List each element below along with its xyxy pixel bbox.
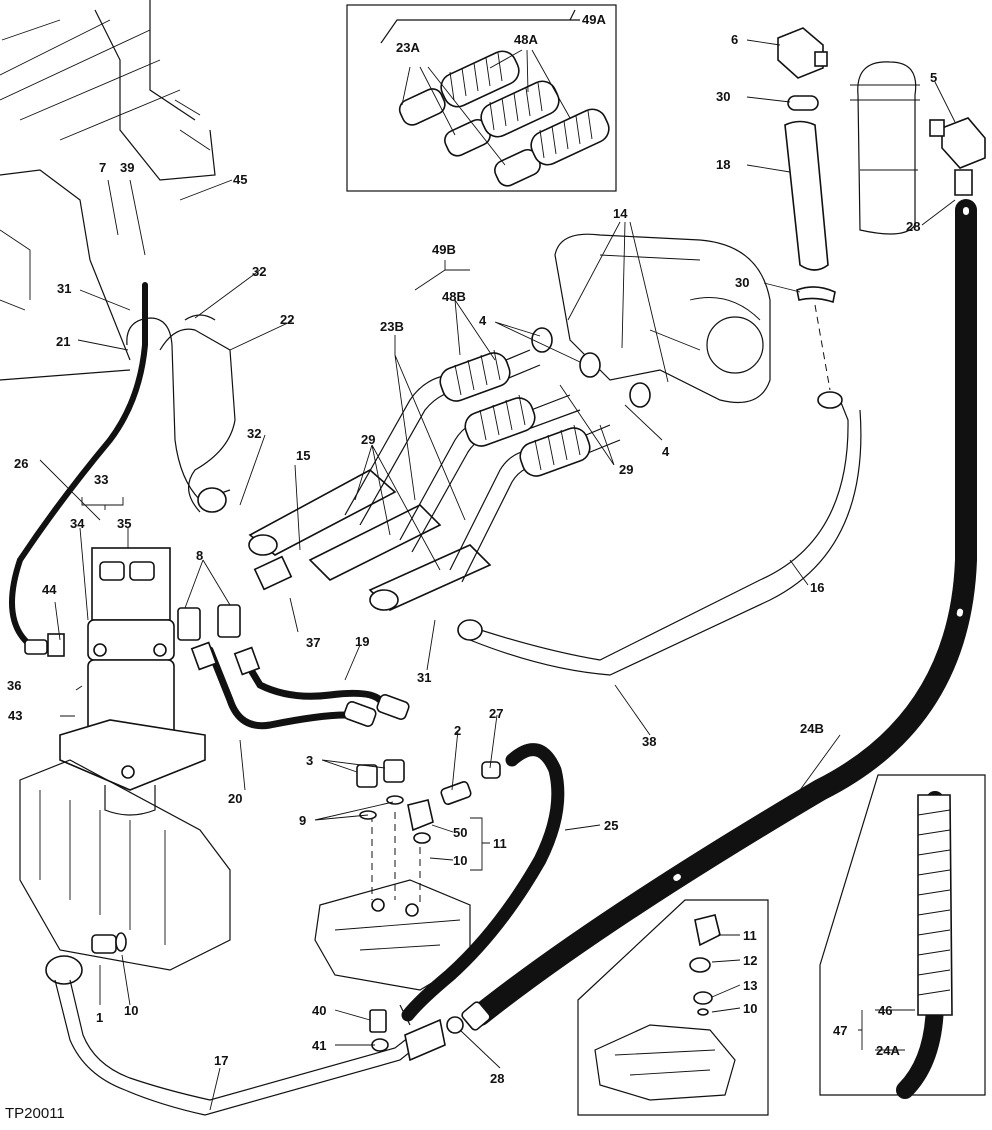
callout-11-main: 11 — [493, 836, 507, 851]
callout-30-top: 30 — [716, 89, 730, 104]
callout-29-right: 29 — [619, 462, 633, 477]
hose-26 — [9, 282, 148, 657]
callout-37: 37 — [306, 635, 320, 650]
callout-40: 40 — [312, 1003, 326, 1018]
callout-10-inset: 10 — [743, 1001, 757, 1016]
callout-24B: 24B — [800, 721, 824, 736]
callout-5: 5 — [930, 70, 937, 85]
tube-17 — [54, 979, 464, 1116]
callout-26: 26 — [14, 456, 28, 471]
callout-50: 50 — [453, 825, 467, 840]
callout-21: 21 — [56, 334, 70, 349]
callout-19: 19 — [355, 634, 369, 649]
callout-36: 36 — [7, 678, 21, 693]
callout-3: 3 — [306, 753, 313, 768]
callout-2: 2 — [454, 723, 461, 738]
swing-motor — [59, 547, 206, 816]
hose-24B — [461, 199, 977, 1031]
callout-32-top: 32 — [252, 264, 266, 279]
control-valve-left — [19, 759, 231, 985]
callout-14: 14 — [613, 206, 628, 221]
filter-assembly — [777, 27, 986, 391]
callout-44: 44 — [42, 582, 57, 597]
callout-10-main: 10 — [453, 853, 467, 868]
callout-10-left: 10 — [124, 1003, 138, 1018]
callout-24A: 24A — [876, 1043, 900, 1058]
callout-8: 8 — [196, 548, 203, 563]
callout-35: 35 — [117, 516, 131, 531]
callout-30-mid: 30 — [735, 275, 749, 290]
callout-48B: 48B — [442, 289, 466, 304]
callout-28-top: 28 — [906, 219, 920, 234]
callout-11-inset: 11 — [743, 928, 757, 943]
callout-49B: 49B — [432, 242, 456, 257]
callout-29-left: 29 — [361, 432, 375, 447]
pump-outline — [554, 233, 771, 404]
inset-top-hose-set-a — [346, 4, 617, 192]
callout-18: 18 — [716, 157, 730, 172]
callout-23A: 23A — [396, 40, 420, 55]
leader-lines — [39, 39, 956, 1111]
callout-4-top: 4 — [479, 313, 487, 328]
control-valve-middle — [314, 759, 501, 1052]
callout-15: 15 — [296, 448, 310, 463]
callout-45: 45 — [233, 172, 247, 187]
callout-31-top: 31 — [57, 281, 71, 296]
callout-31-bottom: 31 — [417, 670, 431, 685]
callout-46: 46 — [878, 1003, 892, 1018]
callout-47: 47 — [833, 1023, 847, 1038]
machine-frame-outline — [0, 0, 216, 381]
callout-33: 33 — [94, 472, 108, 487]
callout-6: 6 — [731, 32, 738, 47]
hoses-19-20 — [177, 604, 410, 730]
callout-7: 7 — [99, 160, 106, 175]
callout-17: 17 — [214, 1053, 228, 1068]
callout-34: 34 — [70, 516, 85, 531]
callout-16: 16 — [810, 580, 824, 595]
callout-32-mid: 32 — [247, 426, 261, 441]
callout-41: 41 — [312, 1038, 326, 1053]
hoses-21-22 — [126, 314, 236, 513]
hose-25 — [401, 743, 565, 1022]
callout-28-bottom: 28 — [490, 1071, 504, 1086]
callout-9: 9 — [299, 813, 306, 828]
callout-22: 22 — [280, 312, 294, 327]
callout-39: 39 — [120, 160, 134, 175]
callout-43: 43 — [8, 708, 22, 723]
callout-49A: 49A — [582, 12, 606, 27]
callout-4-bottom: 4 — [662, 444, 670, 459]
callout-38: 38 — [642, 734, 656, 749]
callout-25: 25 — [604, 818, 618, 833]
bellows-hoses-48B — [344, 327, 651, 583]
callout-20: 20 — [228, 791, 242, 806]
callout-12: 12 — [743, 953, 757, 968]
callout-1: 1 — [96, 1010, 103, 1025]
callout-48A: 48A — [514, 32, 538, 47]
inset-right-hose-detail — [819, 774, 986, 1099]
figure-reference: TP20011 — [5, 1105, 65, 1122]
callout-27: 27 — [489, 706, 503, 721]
callout-13: 13 — [743, 978, 757, 993]
callout-23B: 23B — [380, 319, 404, 334]
callout-labels: 49A 48A 23A 6 5 30 18 28 14 49B 30 48B 4… — [5, 12, 937, 1122]
